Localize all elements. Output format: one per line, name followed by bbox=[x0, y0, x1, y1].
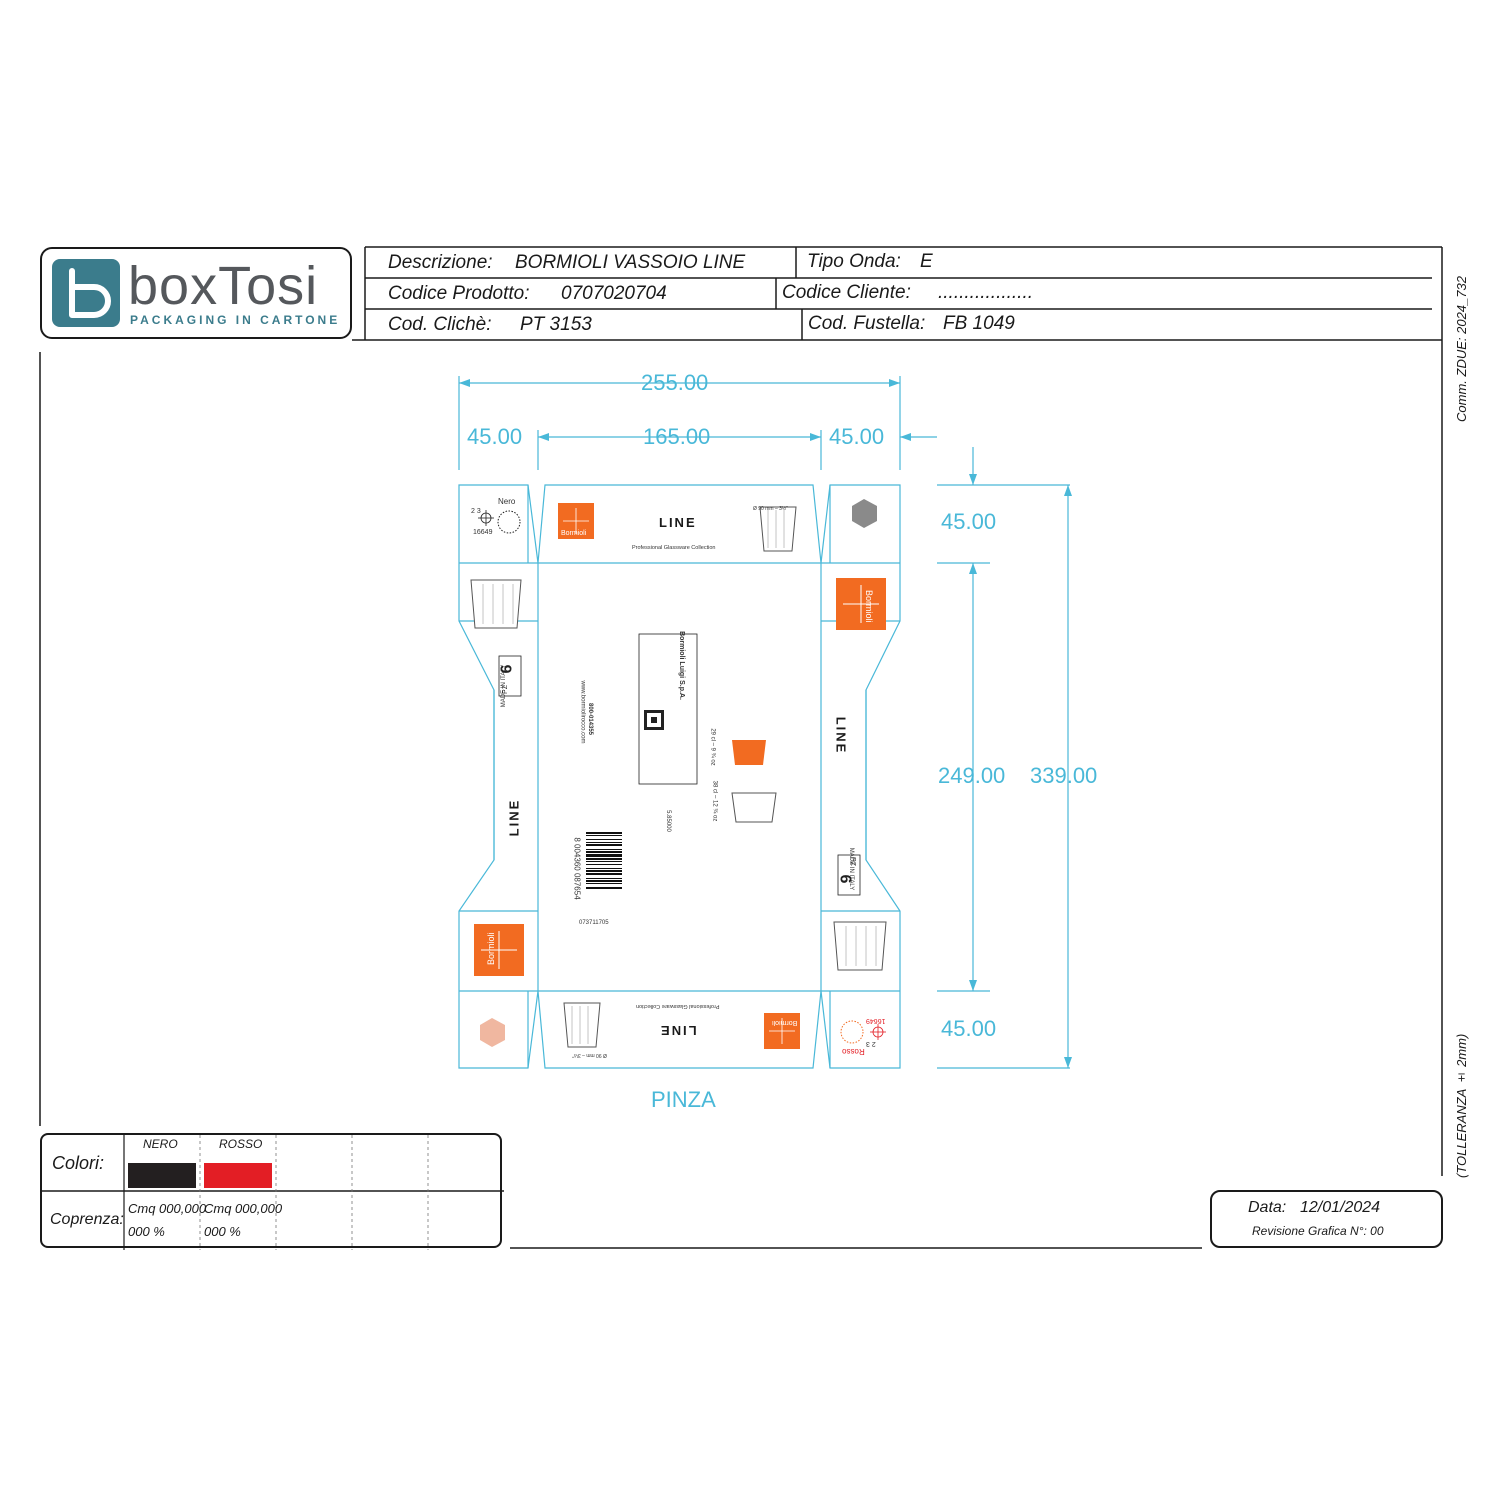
dim-total-height: 339.00 bbox=[1030, 763, 1098, 788]
registration-mark-red bbox=[840, 1020, 886, 1044]
reg-marks-top: 2 3 bbox=[471, 508, 481, 515]
date-box: Data: 12/01/2024 Revisione Grafica N°: 0… bbox=[1210, 1190, 1443, 1248]
cod-fustella-value: FB 1049 bbox=[943, 313, 1015, 334]
tipo-onda-value: E bbox=[920, 251, 933, 272]
nero-coverage-1: Cmq 000,000 bbox=[128, 1201, 207, 1216]
data-label: Data: bbox=[1248, 1199, 1287, 1216]
brand-left: Bormioli bbox=[486, 932, 496, 965]
pink-hexagon-icon bbox=[480, 1018, 505, 1047]
orange-glass-icon bbox=[732, 740, 766, 765]
pieces-right: 6 bbox=[836, 874, 854, 884]
code-16649-bottom: 16649 bbox=[866, 1017, 886, 1024]
code-16649-top: 16649 bbox=[473, 529, 493, 536]
cod-fustella-label: Cod. Fustella: bbox=[808, 313, 926, 334]
cod-cliche-value: PT 3153 bbox=[520, 314, 592, 335]
nero-header: NERO bbox=[143, 1137, 178, 1151]
codice-cliente-label: Codice Cliente: bbox=[782, 282, 911, 303]
line-label-right: LINE bbox=[833, 716, 849, 755]
coprenza-label: Coprenza: bbox=[50, 1211, 124, 1228]
bottom-size: Ø 90 mm – 3½" bbox=[572, 1052, 607, 1058]
registration-mark-black bbox=[478, 510, 521, 534]
pieces-left: 6 bbox=[498, 664, 516, 674]
dim-top-flap: 45.00 bbox=[941, 509, 997, 534]
dim-bottom-flap: 45.00 bbox=[941, 1016, 997, 1041]
logo-tagline: PACKAGING IN CARTONE bbox=[130, 313, 341, 327]
barcode bbox=[586, 832, 622, 889]
rosso-swatch bbox=[204, 1163, 272, 1188]
line-label-bottom: LINE bbox=[659, 1023, 697, 1038]
brand-bottom: Bormioli bbox=[772, 1019, 798, 1026]
collection-top: Professional Glassware Collection bbox=[632, 545, 716, 551]
grey-hexagon-icon bbox=[852, 499, 877, 528]
dim-center-height: 249.00 bbox=[938, 763, 1006, 788]
logo-mark-icon bbox=[52, 259, 120, 327]
dim-center-width: 165.00 bbox=[643, 424, 711, 449]
made-in-italy-right: MADE IN ITALY bbox=[848, 847, 855, 891]
reg-marks-bottom: 2 3 bbox=[866, 1040, 876, 1047]
brand-top: Bormioli bbox=[561, 530, 587, 537]
logo-name: boxTosi bbox=[128, 256, 319, 316]
capacity-b: 38 cl – 12 ¾ oz bbox=[711, 780, 718, 822]
pieces-unit-left: PZ bbox=[501, 685, 509, 694]
codice-cliente-value: .................. bbox=[938, 282, 1034, 303]
descrizione-label: Descrizione: bbox=[388, 252, 493, 273]
nero-swatch bbox=[128, 1163, 196, 1188]
bormioli-logo-right bbox=[836, 578, 886, 630]
dim-total-width: 255.00 bbox=[641, 370, 709, 395]
tel-number: 800-014355 bbox=[587, 702, 594, 736]
collection-bottom: Professional Glassware Collection bbox=[636, 1003, 720, 1009]
codice-prodotto-label: Codice Prodotto: bbox=[388, 283, 530, 304]
rosso-label: Rosso bbox=[842, 1047, 865, 1056]
nero-coverage-2: 000 % bbox=[128, 1224, 165, 1239]
rosso-header: ROSSO bbox=[219, 1137, 263, 1151]
ref-code: 5.85000 bbox=[664, 810, 671, 832]
colors-table: Colori: Coprenza: NERO ROSSO Cmq 000,000… bbox=[40, 1133, 504, 1250]
colori-label: Colori: bbox=[52, 1153, 105, 1173]
company-name: Bormioli Luigi S.p.A. bbox=[677, 631, 685, 700]
capacity-a: 29 cl – 9 ¾ oz bbox=[709, 728, 716, 766]
company-logo: boxTosi PACKAGING IN CARTONE bbox=[40, 247, 352, 339]
data-value: 12/01/2024 bbox=[1300, 1199, 1381, 1216]
top-size: Ø 90 mm – 3½" bbox=[753, 506, 788, 512]
rosso-coverage-1: Cmq 000,000 bbox=[204, 1201, 283, 1216]
barcode-digits: 8 004360 087654 bbox=[572, 837, 582, 900]
line-label-left: LINE bbox=[506, 798, 522, 837]
cod-cliche-label: Cod. Clichè: bbox=[388, 314, 492, 335]
rosso-coverage-2: 000 % bbox=[204, 1224, 241, 1239]
tipo-onda-label: Tipo Onda: bbox=[807, 251, 901, 272]
dim-right-flap: 45.00 bbox=[829, 424, 885, 449]
pieces-unit-right: PZ bbox=[848, 857, 856, 866]
website: www.bormiolirocco.com bbox=[579, 680, 586, 744]
descrizione-value: BORMIOLI VASSOIO LINE bbox=[515, 252, 746, 273]
dim-left-flap: 45.00 bbox=[467, 424, 523, 449]
codice-prodotto-value: 0707020704 bbox=[561, 283, 667, 304]
article-code: 073711705 bbox=[579, 920, 609, 926]
nero-label: Nero bbox=[498, 497, 516, 506]
bormioli-logo-left bbox=[474, 924, 524, 976]
revisione-label: Revisione Grafica N°: 00 bbox=[1252, 1224, 1384, 1238]
line-label-top: LINE bbox=[659, 515, 697, 530]
bormioli-logo-bottom bbox=[764, 1013, 800, 1049]
bormioli-logo-top bbox=[558, 503, 594, 539]
brand-right: Bormioli bbox=[864, 590, 874, 623]
pinza-label: PINZA bbox=[651, 1087, 716, 1112]
